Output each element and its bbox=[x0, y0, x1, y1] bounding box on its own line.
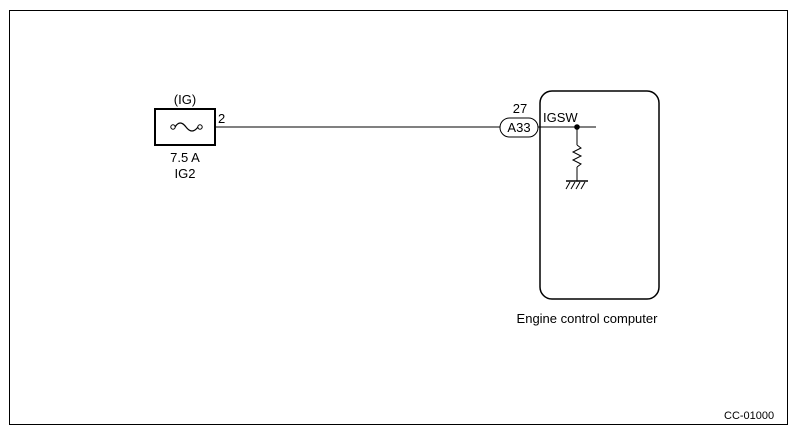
ground-icon bbox=[565, 180, 588, 190]
fuse-name: IG2 bbox=[174, 166, 196, 181]
diagram-border bbox=[9, 10, 788, 425]
fuse-symbol-icon bbox=[170, 122, 203, 132]
ecu-terminal-label: IGSW bbox=[543, 110, 578, 125]
fuse-box bbox=[154, 108, 216, 146]
connector-pin-number: 27 bbox=[512, 101, 528, 116]
figure-code: CC-01000 bbox=[724, 410, 775, 422]
pull-down-resistor-icon bbox=[571, 127, 583, 181]
fuse-ig-label: (IG) bbox=[173, 92, 197, 107]
fuse-pin-number: 2 bbox=[218, 111, 226, 126]
ecu-box bbox=[539, 90, 660, 300]
connector-code: A33 bbox=[507, 120, 531, 135]
ecu-name-label: Engine control computer bbox=[516, 311, 658, 326]
fuse-rating: 7.5 A bbox=[170, 150, 200, 165]
